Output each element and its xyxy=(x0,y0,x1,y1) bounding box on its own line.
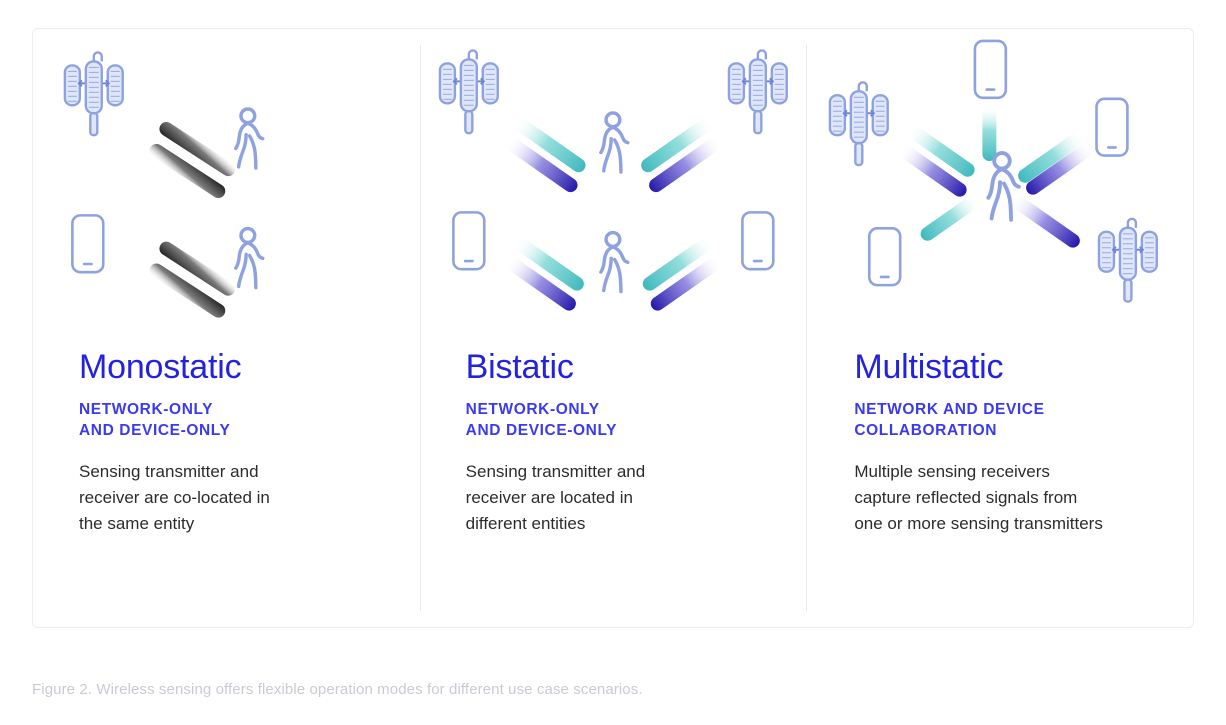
signal-beam xyxy=(920,195,980,241)
signal-beam xyxy=(506,237,584,311)
panel-subtitle: NETWORK-ONLY AND DEVICE-ONLY xyxy=(465,401,618,439)
figure-caption: Figure 2. Wireless sensing offers flexib… xyxy=(32,681,643,698)
signal-beam xyxy=(149,241,236,318)
panel-text-monostatic: Monostatic NETWORK-ONLY AND DEVICE-ONLY … xyxy=(79,347,402,537)
signal-beam xyxy=(642,237,720,311)
walking-person-icon xyxy=(234,107,265,170)
mobile-phone-icon xyxy=(451,211,486,271)
walking-person-icon xyxy=(598,230,630,294)
mobile-phone-icon xyxy=(868,227,902,287)
panel-subtitle: NETWORK AND DEVICE COLLABORATION xyxy=(854,401,1045,439)
walking-person-icon xyxy=(598,111,630,174)
mobile-phone-icon xyxy=(973,39,1008,100)
panel-multistatic: Multistatic NETWORK AND DEVICE COLLABORA… xyxy=(806,29,1193,627)
panel-subtitle: NETWORK-ONLY AND DEVICE-ONLY xyxy=(79,401,231,439)
panel-title: Bistatic xyxy=(465,348,574,386)
diagram-bistatic xyxy=(420,29,807,329)
base-station-icon xyxy=(829,81,890,167)
signal-beam xyxy=(149,122,236,199)
panel-title: Multistatic xyxy=(854,348,1004,386)
base-station-icon xyxy=(1098,217,1159,303)
base-station-icon xyxy=(63,51,124,137)
signal-beam xyxy=(982,105,997,162)
diagram-monostatic xyxy=(33,29,420,329)
walking-person-icon xyxy=(986,151,1022,222)
panel-body: Sensing transmitter and receiver are loc… xyxy=(465,462,646,533)
signal-beam xyxy=(1012,195,1081,248)
panel-bistatic: Bistatic NETWORK-ONLY AND DEVICE-ONLY Se… xyxy=(419,29,807,627)
mobile-phone-icon xyxy=(1095,97,1130,157)
panel-text-bistatic: Bistatic NETWORK-ONLY AND DEVICE-ONLY Se… xyxy=(466,347,789,537)
panel-body: Multiple sensing receivers capture refle… xyxy=(854,462,1103,533)
figure-card: Monostatic NETWORK-ONLY AND DEVICE-ONLY … xyxy=(32,28,1194,628)
panel-text-multistatic: Multistatic NETWORK AND DEVICE COLLABORA… xyxy=(854,347,1187,537)
panel-title: Monostatic xyxy=(79,348,242,386)
base-station-icon xyxy=(438,49,499,135)
signal-beam xyxy=(640,118,720,193)
signal-beam xyxy=(900,126,975,197)
signal-beam xyxy=(506,118,586,193)
mobile-phone-icon xyxy=(740,211,775,271)
mobile-phone-icon xyxy=(71,214,105,274)
panel-monostatic: Monostatic NETWORK-ONLY AND DEVICE-ONLY … xyxy=(33,29,420,627)
panel-body: Sensing transmitter and receiver are co-… xyxy=(79,462,270,533)
walking-person-icon xyxy=(234,226,265,290)
diagram-multistatic xyxy=(806,29,1193,329)
signal-beam xyxy=(1018,132,1093,195)
base-station-icon xyxy=(727,49,788,135)
